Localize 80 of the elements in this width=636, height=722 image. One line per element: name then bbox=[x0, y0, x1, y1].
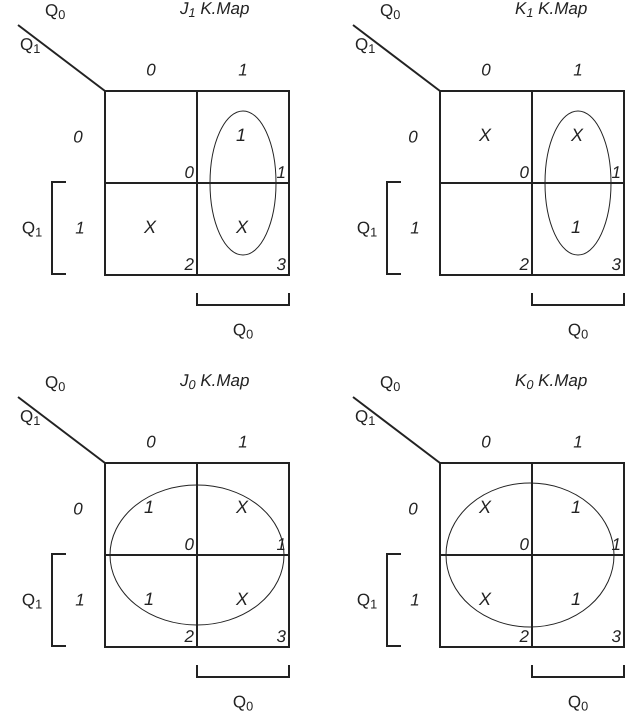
row-header: 0 bbox=[408, 128, 418, 146]
kmap-cell bbox=[104, 90, 198, 184]
variable-label: Q$_{0}$ bbox=[568, 694, 588, 710]
variable-label: Q$_{0}$ bbox=[232, 694, 254, 710]
variable-label: Q$_{1}$ bbox=[20, 36, 40, 53]
cell-index: 0 bbox=[184, 164, 194, 181]
map-title: J$_{1}$ K.Map bbox=[180, 0, 250, 17]
variable-label: Q$_{1}$ bbox=[22, 592, 42, 608]
column-header: 1 bbox=[573, 434, 583, 450]
cell-value: 1 bbox=[144, 498, 154, 516]
cell-index: 1 bbox=[276, 164, 286, 181]
cell-index: 2 bbox=[520, 628, 529, 645]
variable-label: Q$_{0}$ bbox=[232, 322, 254, 338]
variable-label: Q$_{0}$ bbox=[45, 374, 66, 391]
cell-index: 3 bbox=[276, 628, 286, 645]
variable-label: Q$_{1}$ bbox=[20, 408, 40, 425]
kmap-cell bbox=[104, 554, 198, 648]
kmap-cell bbox=[531, 554, 625, 648]
cell-value: X bbox=[479, 498, 492, 516]
cell-value: X bbox=[236, 498, 248, 516]
column-header: 1 bbox=[573, 62, 583, 78]
cell-value: 1 bbox=[236, 126, 246, 144]
cell-value: 1 bbox=[571, 590, 582, 608]
row-header: 1 bbox=[75, 592, 85, 608]
variable-label: Q$_{0}$ bbox=[380, 374, 400, 391]
kmap-cell bbox=[196, 462, 290, 556]
row-header: 1 bbox=[75, 220, 85, 236]
map-title: J$_{0}$ K.Map bbox=[180, 372, 250, 389]
row-header: 0 bbox=[73, 128, 83, 146]
cell-index: 2 bbox=[520, 256, 529, 273]
variable-label: Q$_{0}$ bbox=[380, 2, 400, 19]
variable-label: Q$_{1}$ bbox=[355, 36, 376, 53]
cell-index: 3 bbox=[276, 256, 286, 273]
row-header: 0 bbox=[408, 500, 418, 518]
kmap-cell bbox=[531, 90, 625, 184]
column-header: 1 bbox=[238, 434, 248, 450]
cell-value: 1 bbox=[571, 218, 582, 236]
cell-index: 2 bbox=[184, 256, 194, 273]
row-header: 1 bbox=[410, 592, 420, 608]
variable-label: Q$_{1}$ bbox=[355, 408, 376, 425]
row-header: 0 bbox=[73, 500, 83, 518]
kmap-cell bbox=[104, 462, 198, 556]
map-title: K$_{0}$ K.Map bbox=[515, 372, 588, 389]
kmap-cell bbox=[439, 554, 533, 648]
cell-value: X bbox=[479, 126, 492, 144]
cell-index: 2 bbox=[184, 628, 194, 645]
column-header: 0 bbox=[481, 434, 491, 450]
cell-value: 1 bbox=[144, 590, 154, 608]
kmap-cell bbox=[439, 462, 533, 556]
cell-index: 0 bbox=[520, 164, 529, 181]
kmap-cell bbox=[439, 182, 533, 276]
variable-label: Q$_{0}$ bbox=[45, 2, 66, 19]
column-header: 0 bbox=[146, 62, 156, 78]
kmap-cell bbox=[196, 182, 290, 276]
cell-index: 0 bbox=[184, 536, 194, 553]
row-header: 1 bbox=[410, 220, 420, 236]
cell-value: X bbox=[236, 218, 248, 236]
cell-index: 3 bbox=[612, 256, 621, 273]
cell-index: 1 bbox=[612, 164, 621, 181]
map-title: K$_{1}$ K.Map bbox=[515, 0, 588, 17]
variable-label: Q$_{1}$ bbox=[356, 220, 378, 236]
variable-label: Q$_{0}$ bbox=[568, 322, 588, 338]
kmap-cell bbox=[196, 554, 290, 648]
cell-value: X bbox=[144, 218, 156, 236]
kmap-cell bbox=[439, 90, 533, 184]
cell-value: X bbox=[479, 590, 492, 608]
kmap-cell bbox=[531, 182, 625, 276]
kmap-cell bbox=[196, 90, 290, 184]
variable-label: Q$_{1}$ bbox=[22, 220, 42, 236]
cell-value: 1 bbox=[571, 498, 582, 516]
column-header: 1 bbox=[238, 62, 248, 78]
cell-value: X bbox=[571, 126, 584, 144]
kmap-cell bbox=[531, 462, 625, 556]
kmap-cell bbox=[104, 182, 198, 276]
column-header: 0 bbox=[481, 62, 491, 78]
cell-index: 3 bbox=[612, 628, 621, 645]
cell-value: X bbox=[236, 590, 248, 608]
variable-label: Q$_{1}$ bbox=[356, 592, 378, 608]
column-header: 0 bbox=[146, 434, 156, 450]
cell-index: 0 bbox=[520, 536, 529, 553]
